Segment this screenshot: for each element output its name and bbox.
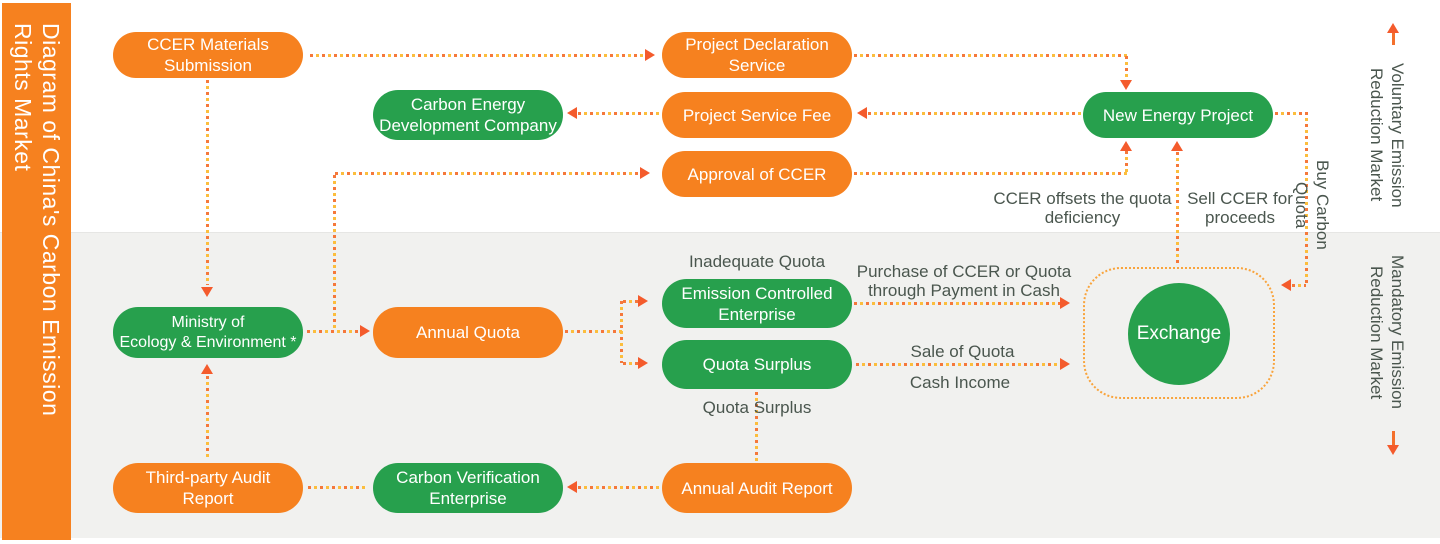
node-project-declaration-service: Project Declaration Service — [662, 32, 852, 78]
connector-materials-to-declaration — [310, 54, 643, 57]
arrowhead-right-icon — [360, 325, 370, 337]
label-mandatory-market: Mandatory Emission Reduction Market — [1367, 255, 1407, 410]
node-third-party-audit-report: Third-party Audit Report — [113, 463, 303, 513]
label-cash-income: Cash Income — [909, 373, 1011, 392]
connector-ministry-to-approval — [335, 172, 640, 175]
connector-declaration-to-newenergy-drop — [1125, 56, 1128, 80]
connector-quota-split-riser — [620, 301, 623, 363]
node-carbon-energy-development-company: Carbon Energy Development Company — [373, 90, 563, 140]
arrowhead-left-icon — [1281, 279, 1291, 291]
label-purchase: Purchase of CCER or Quota through Paymen… — [856, 262, 1072, 300]
connector-thirdparty-to-ministry — [206, 376, 209, 460]
connector-newenergy-to-exchange-in — [1292, 284, 1306, 287]
diagram-title-bar: Diagram of China's Carbon Emission Right… — [2, 3, 71, 540]
connector-audit-to-verification — [578, 486, 660, 489]
node-annual-audit-report: Annual Audit Report — [662, 463, 852, 513]
node-ministry-ecology-environment: Ministry of Ecology & Environment * — [113, 307, 303, 358]
label-ccer-offsets: CCER offsets the quota deficiency — [993, 189, 1172, 227]
connector-ministry-to-approval-riser — [333, 175, 336, 331]
connector-declaration-to-newenergy — [854, 54, 1127, 57]
connector-approval-to-newenergy-riser — [1125, 151, 1128, 172]
arrowhead-down-icon — [201, 287, 213, 297]
connector-newenergy-to-servicefee — [868, 112, 1083, 115]
connector-quota-to-surplus — [623, 362, 638, 365]
node-quota-surplus: Quota Surplus — [662, 340, 852, 389]
arrowhead-right-icon — [1060, 297, 1070, 309]
arrowhead-up-icon — [1120, 141, 1132, 151]
mandatory-down-arrow-icon — [1387, 445, 1399, 455]
exchange-boundary — [1083, 267, 1275, 399]
connector-purchase — [854, 302, 1060, 305]
label-inadequate-quota: Inadequate Quota — [688, 252, 826, 271]
connector-materials-to-ministry — [206, 80, 209, 285]
label-buy-carbon-quota: Buy Carbon Quota — [1292, 160, 1332, 250]
node-carbon-verification-enterprise: Carbon Verification Enterprise — [373, 463, 563, 513]
node-approval-of-ccer: Approval of CCER — [662, 151, 852, 197]
arrowhead-left-icon — [567, 481, 577, 493]
arrowhead-right-icon — [640, 167, 650, 179]
arrowhead-up-icon — [1171, 141, 1183, 151]
arrowhead-down-icon — [1120, 80, 1132, 90]
arrowhead-right-icon — [1060, 358, 1070, 370]
node-emission-controlled-enterprise: Emission Controlled Enterprise — [662, 279, 852, 328]
connector-audit-to-surplus — [755, 392, 758, 461]
connector-quota-to-controlled — [623, 300, 638, 303]
connector-newenergy-to-exchange-out — [1275, 112, 1308, 115]
connector-sale — [856, 363, 1060, 366]
arrowhead-right-icon — [638, 295, 648, 307]
diagram-title: Diagram of China's Carbon Emission Right… — [10, 23, 64, 417]
mandatory-down-arrow-icon — [1392, 431, 1395, 445]
node-project-service-fee: Project Service Fee — [662, 92, 852, 138]
arrowhead-right-icon — [638, 357, 648, 369]
connector-verification-to-thirdparty — [308, 486, 368, 489]
connector-newenergy-to-exchange-drop — [1305, 112, 1308, 286]
connector-quota-split-stem — [565, 330, 622, 333]
connector-servicefee-to-carbonenergy — [578, 112, 660, 115]
node-ccer-materials-submission: CCER Materials Submission — [113, 32, 303, 78]
connector-exchange-to-newenergy — [1176, 152, 1179, 266]
label-sale-of-quota: Sale of Quota — [910, 342, 1015, 361]
node-new-energy-project: New Energy Project — [1083, 92, 1273, 138]
label-sell-ccer: Sell CCER for proceeds — [1187, 189, 1293, 227]
label-voluntary-market: Voluntary Emission Reduction Market — [1367, 62, 1407, 208]
label-quota-surplus-note: Quota Surplus — [702, 398, 812, 417]
arrowhead-right-icon — [645, 49, 655, 61]
arrowhead-left-icon — [567, 107, 577, 119]
arrowhead-up-icon — [201, 364, 213, 374]
connector-ministry-to-quota — [307, 330, 360, 333]
arrowhead-left-icon — [857, 107, 867, 119]
node-annual-quota: Annual Quota — [373, 307, 563, 358]
voluntary-up-arrow-icon — [1392, 31, 1395, 45]
connector-approval-to-newenergy — [854, 172, 1127, 175]
node-exchange: Exchange — [1128, 283, 1230, 385]
voluntary-up-arrow-icon — [1387, 23, 1399, 33]
